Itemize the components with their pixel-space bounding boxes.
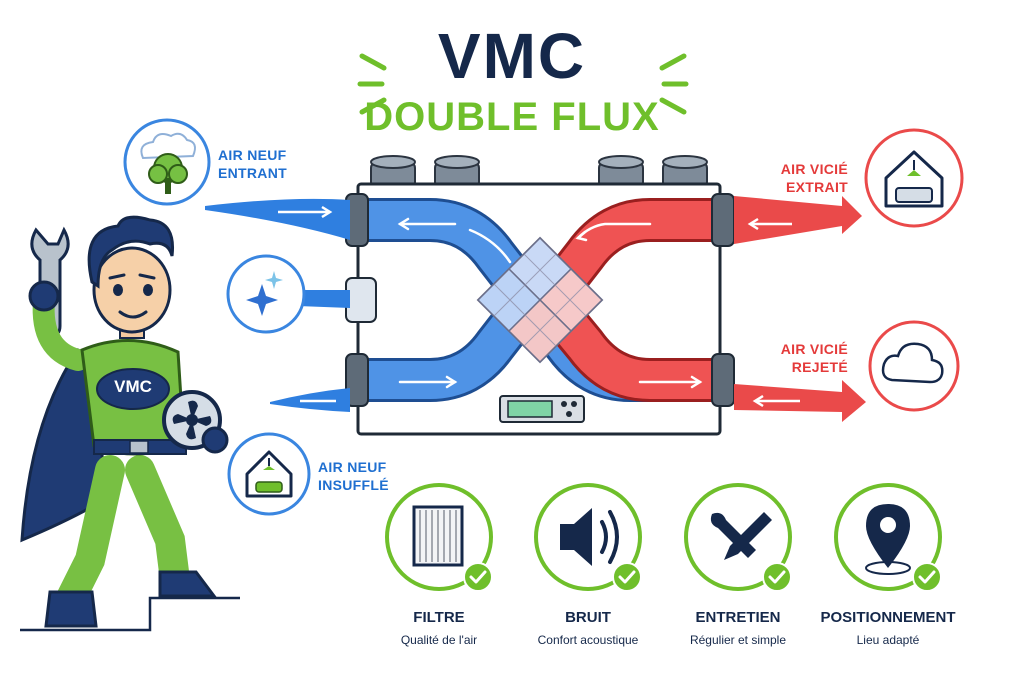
label-line: EXTRAIT: [786, 179, 848, 195]
mascot-chest-text: VMC: [114, 377, 152, 396]
sparkles-icon: [226, 254, 306, 334]
feature-positioning-desc: Lieu adapté: [856, 633, 920, 647]
purified-air-arrow: [298, 290, 350, 308]
feature-noise-title: BRUIT: [565, 609, 611, 626]
label-line: ENTRANT: [218, 165, 287, 181]
title-rays-left: [357, 53, 387, 115]
house-sofa-icon: [227, 432, 311, 516]
feature-maintenance-desc: Régulier et simple: [689, 633, 787, 647]
label-line: INSUFFLÉ: [318, 477, 389, 493]
heat-exchanger-core: [476, 236, 604, 364]
feature-filter-desc: Qualité de l'air: [400, 633, 478, 647]
stale-air-extract-arrow: [734, 196, 862, 244]
tools-icon: [684, 483, 792, 592]
label-line: AIR VICIÉ: [780, 341, 848, 357]
speaker-icon: [534, 483, 642, 592]
filter-icon: [385, 483, 493, 592]
label-line: AIR NEUF: [318, 459, 387, 475]
house-sofa-lamp-icon: [864, 128, 964, 228]
fresh-air-inlet-arrow: [205, 198, 350, 240]
feature-filter-title: FILTRE: [413, 609, 465, 626]
feature-positioning-title: POSITIONNEMENT: [820, 609, 956, 626]
page-title: VMC: [437, 20, 587, 92]
label-fresh-air-in: AIR NEUF ENTRANT: [218, 146, 287, 182]
vmc-hero-mascot: [20, 215, 240, 632]
label-line: AIR NEUF: [218, 147, 287, 163]
feature-maintenance-title: ENTRETIEN: [695, 609, 781, 626]
top-ports: [370, 155, 708, 189]
feature-noise-desc: Confort acoustique: [537, 633, 639, 647]
control-panel: [499, 395, 585, 423]
fresh-air-supply-arrow: [270, 388, 350, 412]
label-fresh-air-supply: AIR NEUF INSUFFLÉ: [318, 458, 389, 494]
label-stale-air-exhaust: AIR VICIÉ REJETÉ: [752, 340, 848, 376]
tree-cloud-icon: [123, 118, 211, 206]
label-line: AIR VICIÉ: [780, 161, 848, 177]
label-line: REJETÉ: [791, 359, 848, 375]
page-subtitle: DOUBLE FLUX: [364, 95, 660, 139]
title-rays-right: [659, 53, 689, 115]
stale-air-exhaust-arrow: [734, 380, 866, 422]
cloud-icon: [868, 320, 960, 412]
red-duct: [531, 198, 722, 402]
label-stale-air-extract: AIR VICIÉ EXTRAIT: [752, 160, 848, 196]
location-pin-icon: [834, 483, 942, 592]
